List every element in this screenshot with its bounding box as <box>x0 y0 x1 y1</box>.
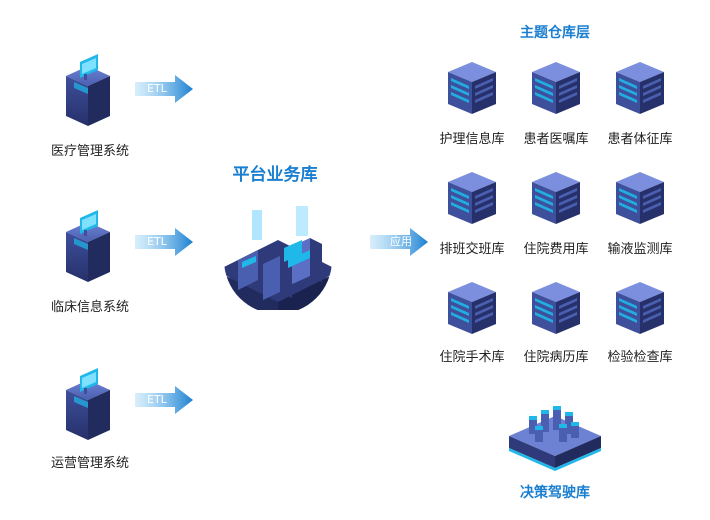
source-label-medical: 医疗管理系统 <box>50 144 129 159</box>
orders-db-icon <box>526 56 586 116</box>
platform-title: 平台业务库 <box>232 165 318 185</box>
apply-arrow: 应用 <box>370 228 430 256</box>
etl-arrow-1: ETL <box>135 75 195 103</box>
decision-title: 决策驾驶库 <box>520 485 590 501</box>
records-db-icon <box>526 276 586 336</box>
operations-system-icon <box>58 362 118 442</box>
etl-label-3: ETL <box>147 393 167 406</box>
source-label-operations: 运营管理系统 <box>50 456 129 471</box>
theme-item-label: 住院费用库 <box>523 242 589 257</box>
nursing-db-icon <box>442 56 502 116</box>
theme-item-label: 护理信息库 <box>439 132 505 147</box>
etl-label-1: ETL <box>147 82 167 95</box>
platform-city-icon <box>224 206 332 310</box>
theme-item-label: 住院病历库 <box>523 350 589 365</box>
theme-item-label: 患者体征库 <box>607 132 673 147</box>
etl-arrow-3: ETL <box>135 386 195 414</box>
shift-db-icon <box>442 166 502 226</box>
decision-platform-icon <box>509 406 601 471</box>
theme-item-label: 住院手术库 <box>439 350 505 365</box>
surgery-db-icon <box>442 276 502 336</box>
etl-arrow-2: ETL <box>135 228 195 256</box>
infusion-db-icon <box>610 166 670 226</box>
clinical-system-icon <box>58 204 118 284</box>
theme-layer-title: 主题仓库层 <box>520 25 590 41</box>
vitals-db-icon <box>610 56 670 116</box>
cost-db-icon <box>526 166 586 226</box>
theme-item-label: 患者医嘱库 <box>523 132 589 147</box>
theme-item-label: 检验检查库 <box>607 350 673 365</box>
theme-item-label: 输液监测库 <box>607 242 673 257</box>
lab-db-icon <box>610 276 670 336</box>
medical-system-icon <box>58 48 118 128</box>
source-label-clinical: 临床信息系统 <box>50 300 129 315</box>
theme-item-label: 排班交班库 <box>439 242 505 257</box>
apply-label: 应用 <box>390 235 412 248</box>
etl-label-2: ETL <box>147 235 167 248</box>
